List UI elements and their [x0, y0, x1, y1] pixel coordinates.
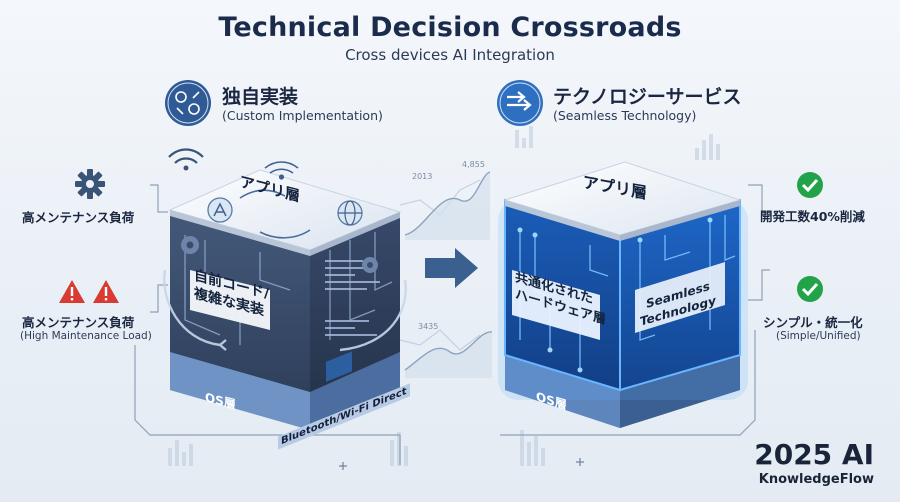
decor-number-3: 3435: [418, 322, 439, 331]
decor-number-2: 4,855: [462, 160, 485, 169]
left-side-label-bottom: 高メンテナンス負荷: [22, 315, 135, 330]
check-icon: [797, 276, 823, 302]
warning-icon: [93, 280, 119, 303]
middle-arrow-icon: [425, 248, 478, 288]
warning-icons: [59, 280, 119, 303]
left-side-label-bottom-sub: (High Maintenance Load): [20, 330, 152, 342]
left-title: 独自実装: [222, 86, 299, 108]
seamless-technology-icon: [497, 80, 543, 126]
left-connectors: [134, 184, 401, 465]
decor-plus: [339, 458, 584, 470]
right-connectors: [500, 184, 770, 436]
globe-icon: [337, 200, 363, 226]
right-side-label-bottom: シンプル・統一化: [763, 315, 863, 330]
wifi-icon-outer: [168, 148, 204, 171]
right-side-label-bottom-sub: (Simple/Unified): [776, 330, 861, 342]
wifi-icon: [264, 161, 299, 180]
app-store-icon: [207, 197, 233, 223]
seamless-cube: [498, 161, 748, 428]
right-subtitle: (Seamless Technology): [553, 108, 697, 123]
check-icon: [797, 172, 823, 198]
left-subtitle: (Custom Implementation): [222, 108, 383, 123]
decor-number-1: 2013: [412, 172, 433, 181]
cube-gear-icon: [181, 236, 378, 273]
left-side-label-top: 高メンテナンス負荷: [22, 210, 135, 225]
brand-year: 2025 AI: [754, 438, 874, 471]
page-subtitle: Cross devices AI Integration: [345, 46, 555, 64]
decor-area-chart-top: [404, 171, 491, 240]
page-title: Technical Decision Crossroads: [218, 12, 682, 43]
right-title: テクノロジーサービス: [553, 86, 742, 108]
warning-icon: [59, 280, 85, 303]
right-side-label-top: 開発工数40%削減: [760, 209, 865, 224]
decor-area-chart-bottom: [404, 331, 493, 378]
brand-name: KnowledgeFlow: [758, 472, 874, 487]
gear-icon: [75, 169, 105, 199]
custom-cube: [163, 161, 407, 430]
custom-implementation-icon: [165, 80, 211, 126]
